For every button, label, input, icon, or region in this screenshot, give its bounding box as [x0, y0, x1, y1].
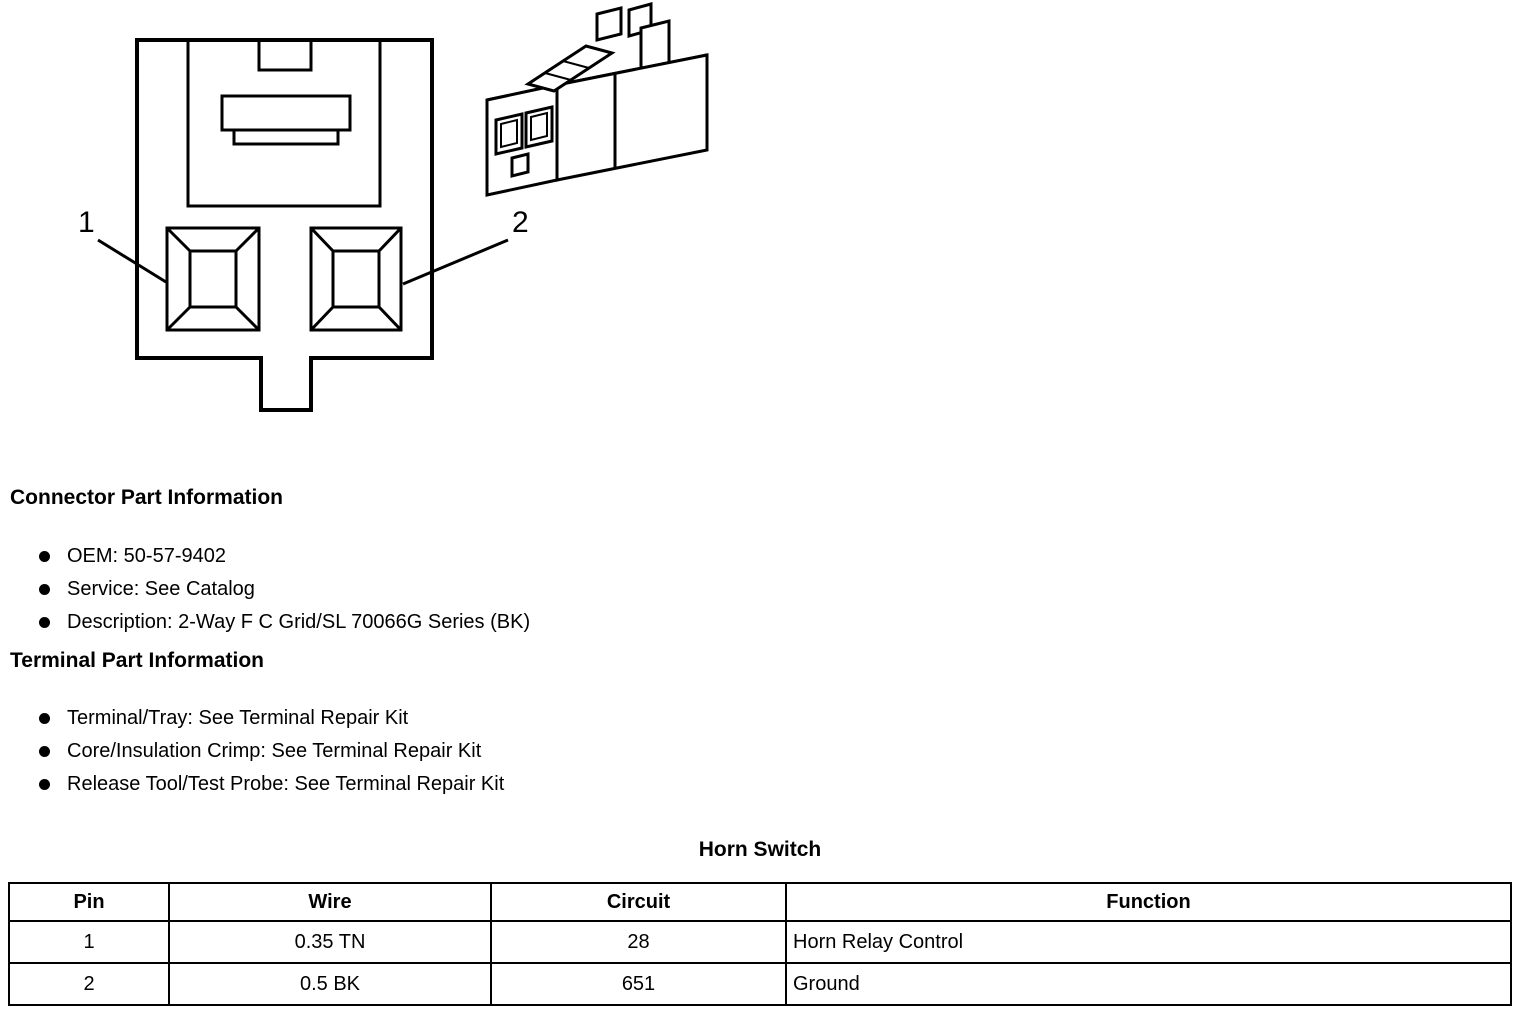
table-row: 1 0.35 TN 28 Horn Relay Control [8, 920, 1512, 964]
pinout-table-title: Horn Switch [698, 838, 822, 861]
list-item: Description: 2-Way F C Grid/SL 70066G Se… [30, 606, 530, 639]
table-header-row: Pin Wire Circuit Function [8, 882, 1512, 922]
pinout-table: Pin Wire Circuit Function 1 0.35 TN 28 H… [8, 882, 1512, 1006]
bullet-icon [39, 617, 50, 628]
pin-1-leader-line [97, 238, 167, 284]
list-item: Service: See Catalog [30, 573, 530, 606]
list-item: OEM: 50-57-9402 [30, 540, 530, 573]
top-lock-tab [257, 38, 313, 72]
terminal-part-info-list: Terminal/Tray: See Terminal Repair Kit C… [30, 702, 504, 801]
connector-isometric-view [485, 2, 709, 197]
terminal-part-info-heading: Terminal Part Information [10, 649, 264, 672]
wire-cell: 0.5 BK [168, 962, 492, 1006]
bullet-icon [39, 713, 50, 724]
iso-index-notch [510, 152, 530, 178]
connector-face-view: 1 2 [78, 38, 529, 412]
list-item: Release Tool/Test Probe: See Terminal Re… [30, 768, 504, 801]
bullet-icon [39, 551, 50, 562]
column-header-wire: Wire [168, 882, 492, 922]
terminal-cavity-2 [309, 226, 403, 332]
pin-cell: 1 [8, 920, 170, 964]
bullet-icon [39, 584, 50, 595]
table-row: 2 0.5 BK 651 Ground [8, 962, 1512, 1006]
iso-terminal-hole-2 [524, 105, 554, 149]
connector-part-info-list: OEM: 50-57-9402 Service: See Catalog Des… [30, 540, 530, 639]
pin-2-leader-line [402, 238, 509, 286]
terminal-tray-value: Terminal/Tray: See Terminal Repair Kit [67, 707, 409, 729]
column-header-circuit: Circuit [490, 882, 787, 922]
release-tool-test-probe-value: Release Tool/Test Probe: See Terminal Re… [67, 773, 505, 795]
function-cell: Horn Relay Control [785, 920, 1512, 964]
description-value: Description: 2-Way F C Grid/SL 70066G Se… [67, 611, 531, 633]
bullet-icon [39, 779, 50, 790]
iso-lock-tab-1 [595, 6, 623, 42]
iso-terminal-hole-1 [494, 112, 524, 156]
pin-2-label: 2 [512, 206, 529, 239]
connector-body-outline [135, 38, 434, 412]
pin-1-label: 1 [78, 206, 95, 239]
iso-lock-lever [524, 44, 616, 93]
pin-cell: 2 [8, 962, 170, 1006]
connector-diagrams: 1 2 [78, 2, 709, 412]
list-item: Core/Insulation Crimp: See Terminal Repa… [30, 735, 504, 768]
circuit-cell: 28 [490, 920, 787, 964]
column-header-pin: Pin [8, 882, 170, 922]
keyway-inner [232, 128, 340, 146]
list-item: Terminal/Tray: See Terminal Repair Kit [30, 702, 504, 735]
circuit-cell: 651 [490, 962, 787, 1006]
column-header-function: Function [785, 882, 1512, 922]
terminal-cavity-1 [165, 226, 261, 332]
wire-cell: 0.35 TN [168, 920, 492, 964]
bullet-icon [39, 746, 50, 757]
connector-part-info-heading: Connector Part Information [10, 486, 284, 509]
function-cell: Ground [785, 962, 1512, 1006]
core-insulation-crimp-value: Core/Insulation Crimp: See Terminal Repa… [67, 740, 482, 762]
service-value: Service: See Catalog [67, 578, 255, 600]
oem-value: OEM: 50-57-9402 [67, 545, 226, 567]
